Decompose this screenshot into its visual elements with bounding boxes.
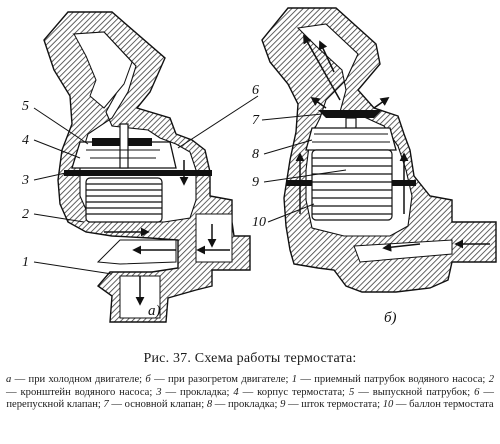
- legend-key-1: 1: [291, 374, 298, 385]
- legend-text-9: — шток термостата;: [285, 399, 383, 411]
- legend-key-4: 4: [233, 386, 239, 398]
- thermostat-diagram: 5 4 3 2 1 6 а): [21, 7, 497, 326]
- legend-text-6: — перепускной клапан;: [6, 386, 494, 411]
- legend-key-10: 10: [382, 399, 394, 411]
- panel-b-thermostat: [286, 34, 490, 252]
- legend-text-b: — при разогретом двигателе;: [150, 374, 292, 385]
- callout-10: 10: [252, 215, 266, 230]
- panel-a-leaders: [33, 95, 259, 275]
- legend-key-3: 3: [156, 386, 162, 398]
- callout-1: 1: [22, 255, 29, 270]
- callout-4: 4: [22, 133, 29, 148]
- legend-key-6: 6: [474, 386, 480, 398]
- callout-2: 2: [22, 207, 29, 222]
- figure-caption-title: Рис. 37. Схема работы термостата:: [143, 351, 357, 366]
- legend-key-2: 2: [488, 374, 494, 385]
- panel-a-thermostat: [64, 123, 230, 306]
- callout-7: 7: [252, 113, 260, 128]
- panel-b-label: б): [384, 310, 397, 326]
- figure-legend: а — при холодном двигателе; б — при разо…: [6, 374, 494, 412]
- legend-key-b: б: [145, 374, 151, 385]
- legend-text-5: — выпускной патрубок;: [354, 386, 475, 398]
- legend-text-10: — баллон термостата: [393, 399, 494, 411]
- callout-8: 8: [252, 147, 259, 162]
- callout-3: 3: [21, 173, 29, 188]
- callout-6: 6: [252, 83, 259, 98]
- legend-text-7: — основной клапан;: [108, 399, 207, 411]
- legend-text-8: — прокладка;: [212, 399, 281, 411]
- legend-key-a: а: [6, 374, 12, 385]
- panel-a-label: а): [148, 303, 161, 319]
- callout-9: 9: [252, 175, 259, 190]
- legend-key-8: 8: [206, 399, 213, 411]
- legend-key-9: 9: [280, 399, 286, 411]
- legend-text-a: — при холодном двигателе;: [11, 374, 146, 385]
- panel-b-leaders: [261, 113, 347, 223]
- legend-text-3: — прокладка;: [161, 386, 234, 398]
- legend-text-1: — приемный патрубок водяного насоса;: [297, 374, 489, 385]
- callout-5: 5: [22, 99, 29, 114]
- legend-key-5: 5: [348, 386, 355, 398]
- legend-text-2: — кронштейн водяного насоса;: [6, 386, 157, 398]
- legend-text-4: — корпус термостата;: [238, 386, 349, 398]
- legend-key-7: 7: [103, 399, 109, 411]
